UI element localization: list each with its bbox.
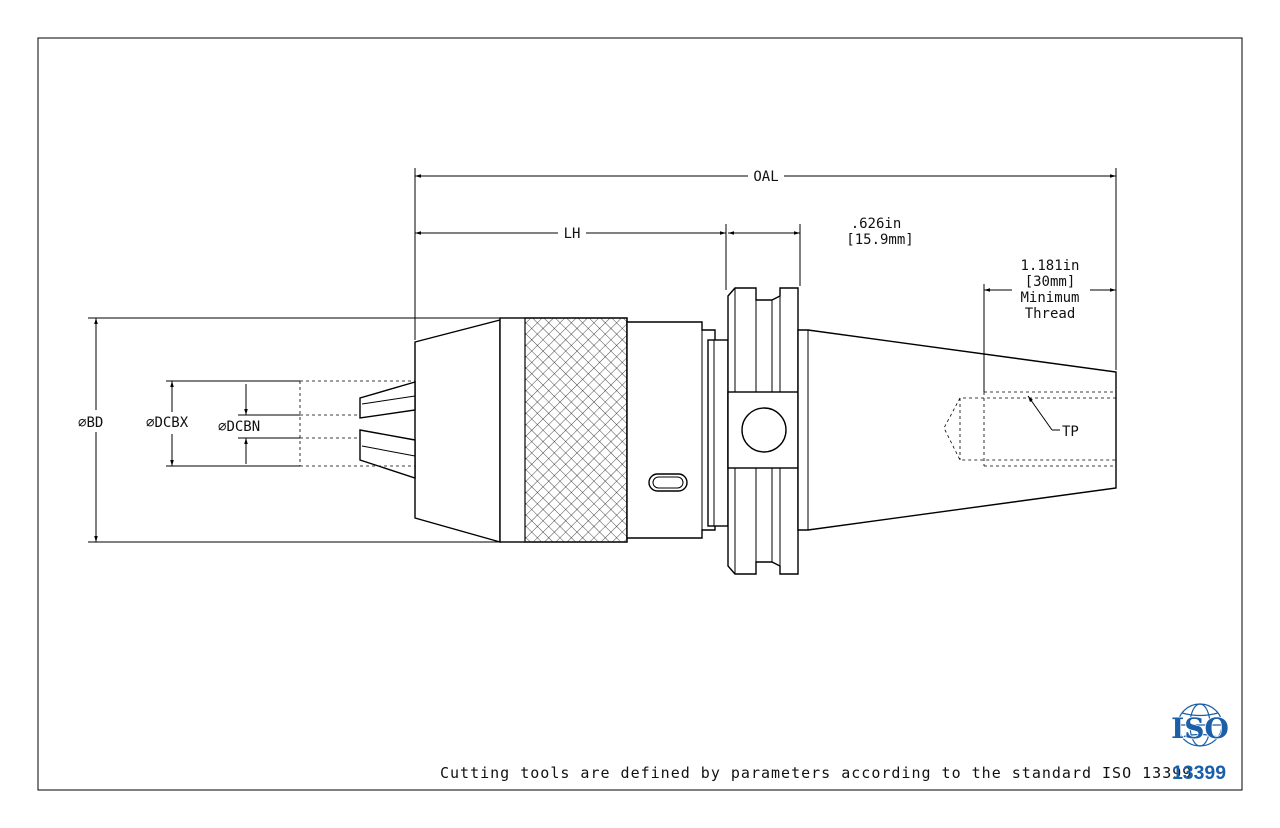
flange-hole: [741, 407, 787, 453]
tool-holder-outline: [299, 287, 1117, 575]
bd-text: BD: [86, 415, 103, 431]
dcbn-label: ⌀DCBN: [218, 419, 260, 435]
drawing-frame: [37, 37, 1243, 791]
tp-label: TP: [1062, 424, 1079, 440]
thread-length-inch: 1.181in: [1020, 258, 1079, 274]
flange-width-inch: .626in: [851, 216, 902, 232]
thread-word-label: Thread: [1025, 306, 1076, 322]
iso-13399-logo: ISO 13399: [1170, 703, 1230, 784]
drive-slot: [648, 473, 688, 492]
dimension-lines: [88, 168, 1117, 543]
dcbx-text: DCBX: [154, 415, 188, 431]
dcbn-text: DCBN: [226, 419, 260, 435]
thread-length-mm: [30mm]: [1025, 274, 1076, 290]
iso-logo-top: ISO: [1171, 712, 1229, 745]
oal-label: OAL: [753, 169, 778, 185]
flange-width-mm: [15.9mm]: [846, 232, 913, 248]
dcbx-label: ⌀DCBX: [146, 415, 189, 431]
diameter-symbol-icon: ⌀: [218, 419, 227, 435]
thread-minimum-label: Minimum: [1020, 290, 1079, 306]
lh-label: LH: [564, 226, 581, 242]
diameter-symbol-icon: ⌀: [78, 415, 87, 431]
iso-logo-bottom: 13399: [1172, 763, 1226, 784]
bd-label: ⌀BD: [78, 415, 103, 431]
footer-note: Cutting tools are defined by parameters …: [440, 764, 1192, 782]
diameter-symbol-icon: ⌀: [146, 415, 155, 431]
